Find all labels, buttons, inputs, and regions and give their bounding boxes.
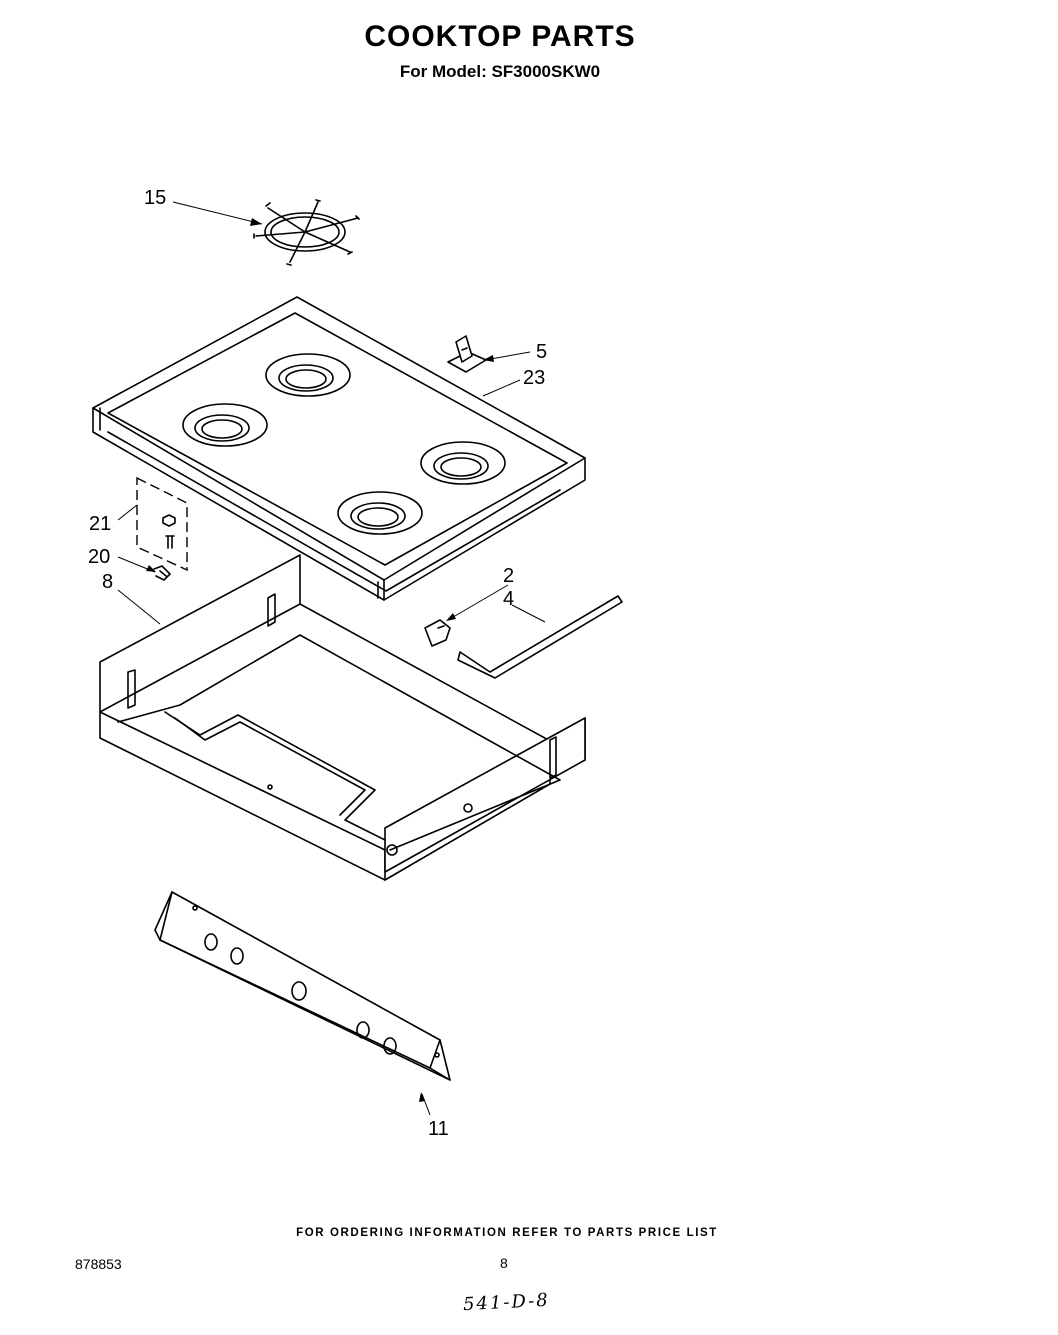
- callout-23: 23: [523, 367, 545, 389]
- arrowhead-15: [250, 218, 262, 226]
- rod-part-4: [457, 595, 623, 679]
- arrowhead-2: [446, 613, 456, 621]
- model-subtitle: For Model: SF3000SKW0: [399, 62, 601, 81]
- leader-2: [447, 584, 509, 621]
- control-panel-part-11: [154, 891, 451, 1081]
- document-number: 878853: [75, 1256, 122, 1272]
- bracket-part-5: [447, 335, 487, 373]
- leader-lines: [117, 201, 546, 1116]
- burner-opening-front-left: [337, 491, 423, 535]
- burner-grate-part-15: [253, 199, 360, 266]
- clip-part-20: [153, 565, 171, 581]
- page-number: 8: [500, 1255, 508, 1271]
- leader-4: [511, 604, 546, 623]
- arrowhead-5: [483, 355, 494, 362]
- callout-8: 8: [102, 571, 113, 593]
- callout-21: 21: [89, 513, 111, 535]
- arrowhead-11: [419, 1092, 425, 1102]
- leader-21: [117, 504, 138, 521]
- arrowhead-20: [146, 565, 156, 572]
- callout-15: 15: [144, 187, 166, 209]
- callout-4: 4: [503, 588, 514, 610]
- callout-5: 5: [536, 341, 547, 363]
- page-title: COOKTOP PARTS: [364, 20, 636, 53]
- callout-labels: 15 5 23 21 20 8 2 4 11: [88, 187, 547, 1140]
- callout-2: 2: [503, 565, 514, 587]
- spring-clip-part-2: [424, 619, 451, 647]
- leader-23: [482, 379, 521, 397]
- leader-15: [172, 201, 263, 225]
- leader-8: [117, 589, 161, 625]
- cooktop-part-23: [92, 296, 586, 601]
- callout-11: 11: [428, 1118, 449, 1140]
- burner-opening-front-right: [420, 441, 506, 485]
- burner-box-part-8: [99, 554, 586, 881]
- screw-box-part-21: [136, 476, 188, 572]
- callout-20: 20: [88, 546, 110, 568]
- ordering-note: FOR ORDERING INFORMATION REFER TO PARTS …: [296, 1227, 718, 1239]
- burner-opening-back-right: [265, 353, 351, 397]
- burner-opening-back-left: [182, 403, 268, 447]
